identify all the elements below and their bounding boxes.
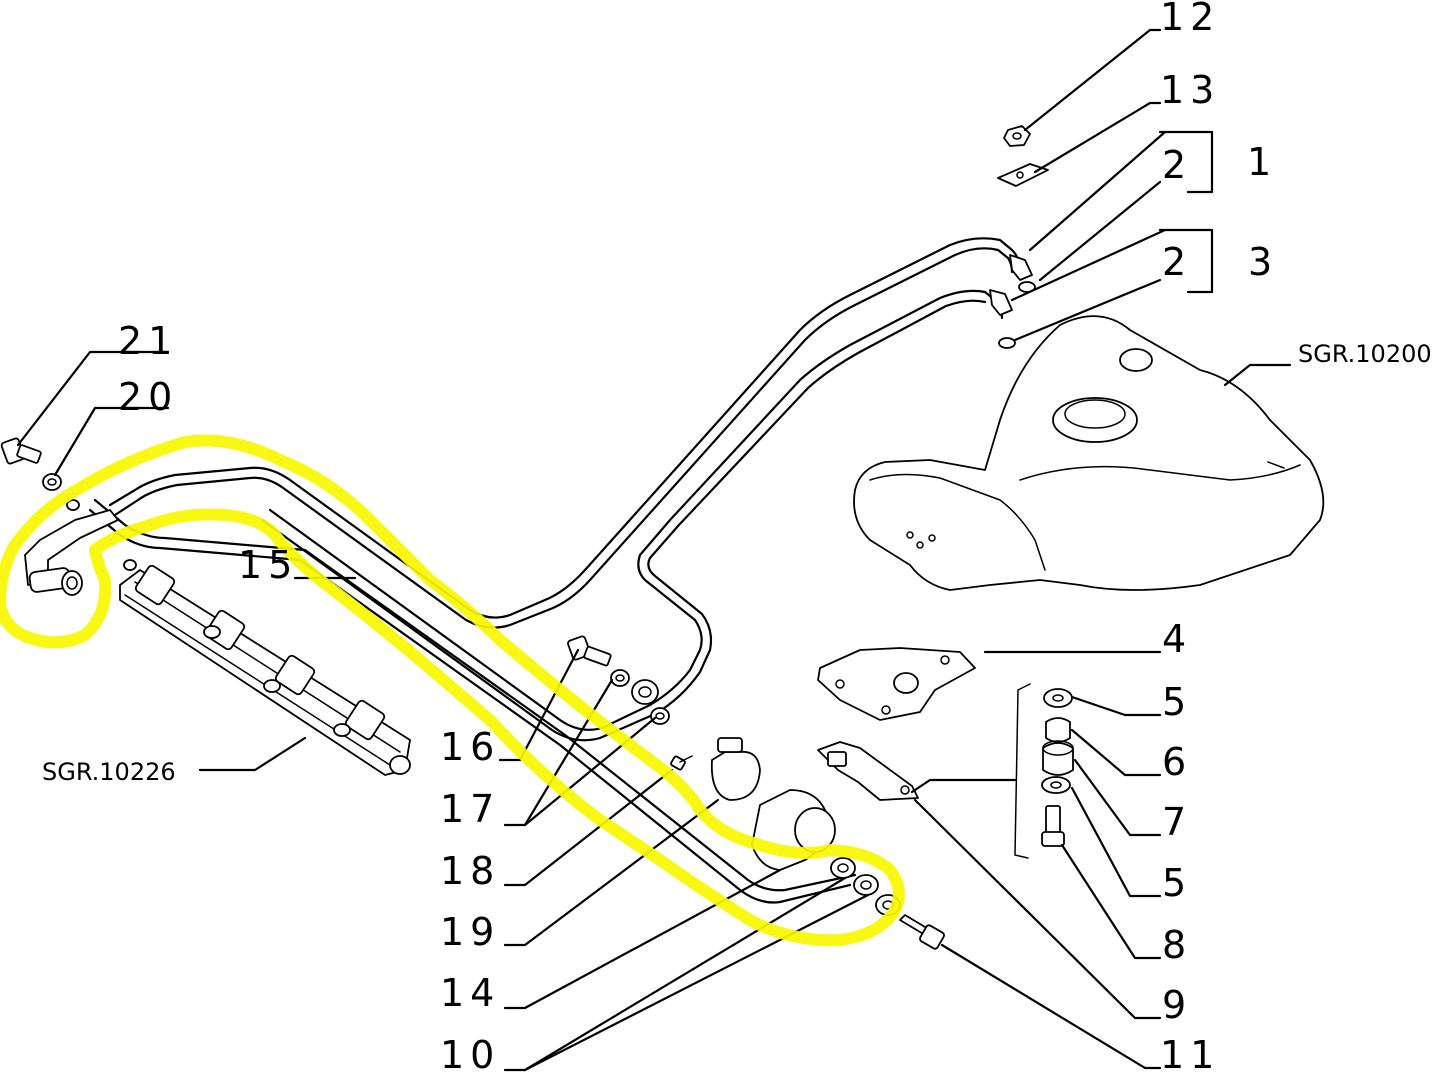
clamp-19 <box>710 737 761 801</box>
bushing-7 <box>1042 740 1074 776</box>
label-18: 18 <box>440 849 500 893</box>
label-9: 9 <box>1162 983 1192 1027</box>
label-5b: 5 <box>1162 861 1192 905</box>
highlight-outline <box>0 434 905 947</box>
label-2a: 2 <box>1162 143 1192 187</box>
washer-20 <box>42 473 62 491</box>
label-10: 10 <box>440 1033 500 1073</box>
label-21: 21 <box>118 319 178 363</box>
bracket-13 <box>997 163 1049 187</box>
leader-lines <box>16 28 1292 1072</box>
bracket-4 <box>817 647 976 721</box>
bracket-group-brace <box>1014 683 1031 859</box>
screw-18 <box>670 755 693 771</box>
label-4: 4 <box>1162 617 1192 661</box>
label-1: 1 <box>1247 140 1277 184</box>
fuel-pipe-1 <box>108 237 1022 629</box>
label-5a: 5 <box>1162 680 1192 724</box>
nut-12 <box>1003 125 1031 147</box>
label-17: 17 <box>440 787 500 831</box>
fuel-rail <box>119 559 411 776</box>
label-16: 16 <box>440 725 500 769</box>
fuel-tank <box>853 315 1325 591</box>
label-3: 3 <box>1248 240 1278 284</box>
small-fitting-top <box>66 499 80 511</box>
label-8: 8 <box>1162 923 1192 967</box>
washers-17 <box>610 669 670 725</box>
bolt-16 <box>567 635 612 667</box>
bracket-9 <box>817 741 919 801</box>
bolt-8 <box>1041 805 1065 847</box>
bolt-11 <box>899 914 945 950</box>
label-11: 11 <box>1160 1033 1220 1073</box>
label-15: 15 <box>238 543 298 587</box>
ref-tank: SGR.10200 <box>1298 340 1432 368</box>
bolt-21 <box>0 437 42 465</box>
label-20: 20 <box>118 375 178 419</box>
ref-rail: SGR.10226 <box>42 758 176 786</box>
label-19: 19 <box>440 910 500 954</box>
spacer-6 <box>1045 717 1071 743</box>
hose-end-left <box>24 509 119 596</box>
label-2b: 2 <box>1162 240 1192 284</box>
label-12: 12 <box>1160 0 1220 39</box>
label-14: 14 <box>440 971 500 1015</box>
washer-5-bottom <box>1041 776 1071 794</box>
hose-eye-fitting <box>631 679 659 705</box>
label-7: 7 <box>1162 800 1192 844</box>
label-13: 13 <box>1160 68 1220 112</box>
grommet-5-top <box>1043 688 1073 708</box>
label-6: 6 <box>1162 740 1192 784</box>
